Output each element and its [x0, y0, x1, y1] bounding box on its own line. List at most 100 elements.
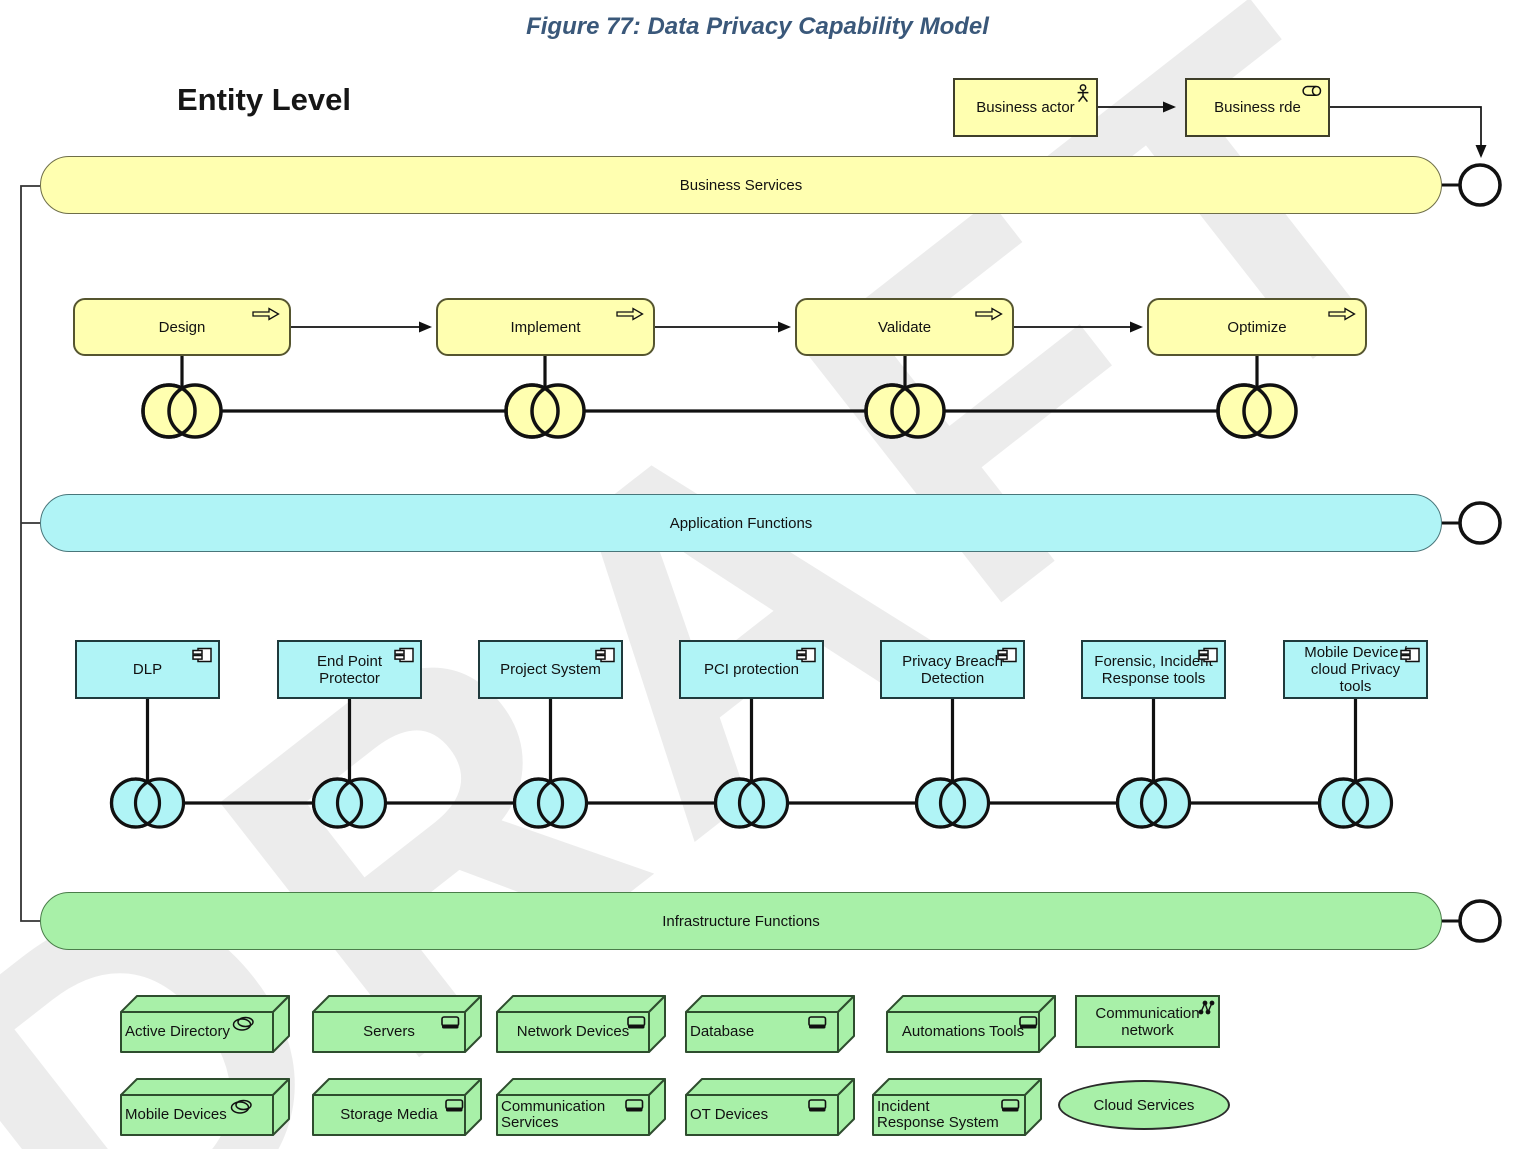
design-collaboration-symbol: [141, 383, 223, 439]
device-icon: [808, 1016, 827, 1029]
node-3d-shape: [496, 1078, 666, 1136]
role-icon: [1302, 85, 1322, 97]
component-end-point-protector: End Point Protector: [277, 640, 422, 699]
component-project-system-label: Project System: [500, 661, 601, 678]
component-project-system: Project System: [478, 640, 623, 699]
node-3d-shape: [312, 1078, 482, 1136]
node-database: Database: [685, 995, 855, 1053]
component-dlp-label: DLP: [132, 661, 163, 678]
endpoint-collaboration-symbol: [311, 777, 388, 829]
node-storage-media: Storage Media: [312, 1078, 482, 1136]
process-validate: Validate: [795, 298, 1014, 356]
mobile-device-collaboration-symbol: [1317, 777, 1394, 829]
infrastructure-functions-bar: Infrastructure Functions: [40, 892, 1442, 950]
node-3d-shape: [886, 995, 1056, 1053]
privacy-breach-collaboration-symbol: [914, 777, 991, 829]
node-active-directory: Active Directory: [120, 995, 290, 1053]
node-servers-label: Servers: [363, 1023, 415, 1040]
role-to-interface-arrow: [1330, 106, 1487, 158]
implement-collaboration-symbol: [504, 383, 586, 439]
node-cloud-services-label: Cloud Services: [1093, 1096, 1195, 1114]
node-cloud-services: Cloud Services: [1058, 1080, 1230, 1130]
process-optimize: Optimize: [1147, 298, 1367, 356]
interface-stubs: [1442, 183, 1461, 923]
process-collaboration-stems: [180, 356, 1259, 388]
device-icon: [625, 1099, 644, 1112]
project-system-collaboration-symbol: [512, 777, 589, 829]
business-role-box: Business rde: [1185, 78, 1330, 137]
business-services-label: Business Services: [679, 176, 803, 194]
component-icon: [1400, 647, 1420, 663]
node-3d-shape: [120, 995, 290, 1053]
process-optimize-label: Optimize: [1227, 318, 1287, 336]
device-icon: [445, 1099, 464, 1112]
component-pci-protection: PCI protection: [679, 640, 824, 699]
pci-collaboration-symbol: [713, 777, 790, 829]
node-network-devices: Network Devices: [496, 995, 666, 1053]
node-automations-tools: Automations Tools: [886, 995, 1056, 1053]
dlp-collaboration-symbol: [109, 777, 186, 829]
node-communication-services-label: Communication Services: [501, 1098, 606, 1131]
process-arrow-icon: [975, 307, 1003, 321]
device-icon: [627, 1016, 646, 1029]
business-services-interface-circle: [1458, 163, 1502, 207]
component-dlp: DLP: [75, 640, 220, 699]
process-arrow-icon: [616, 307, 644, 321]
business-actor-box: Business actor: [953, 78, 1098, 137]
component-forensic-incident-response: Forensic, Incident Response tools: [1081, 640, 1226, 699]
application-functions-interface-circle: [1458, 501, 1502, 545]
component-forensic-incident-response-label: Forensic, Incident Response tools: [1094, 652, 1213, 687]
process-implement: Implement: [436, 298, 655, 356]
component-end-point-protector-label: End Point Protector: [316, 652, 383, 687]
node-incident-response-system-label: Incident Response System: [877, 1098, 999, 1131]
process-design: Design: [73, 298, 291, 356]
forensic-collaboration-symbol: [1115, 777, 1192, 829]
component-mobile-device-cloud-privacy: Mobile Device / cloud Privacy tools: [1283, 640, 1428, 699]
infrastructure-functions-label: Infrastructure Functions: [662, 912, 820, 930]
business-actor-label: Business actor: [976, 99, 1075, 116]
figure-title: Figure 77: Data Privacy Capability Model: [526, 13, 989, 40]
component-pci-protection-label: PCI protection: [703, 661, 800, 678]
component-icon: [1198, 647, 1218, 663]
component-collaboration-stems: [145, 699, 1358, 782]
business-role-label: Business rde: [1214, 99, 1301, 116]
node-communication-network: Communication network: [1075, 995, 1220, 1048]
node-servers: Servers: [312, 995, 482, 1053]
device-icon: [441, 1016, 460, 1029]
business-services-bar: Business Services: [40, 156, 1442, 214]
node-ot-devices: OT Devices: [685, 1078, 855, 1136]
node-3d-shape: [312, 995, 482, 1053]
process-design-label: Design: [158, 318, 206, 336]
process-arrow-icon: [252, 307, 280, 321]
node-3d-shape: [496, 995, 666, 1053]
process-validate-label: Validate: [877, 318, 932, 336]
system-software-icon: [230, 1099, 252, 1114]
node-incident-response-system: Incident Response System: [872, 1078, 1042, 1136]
node-communication-services: Communication Services: [496, 1078, 666, 1136]
node-automations-tools-label: Automations Tools: [901, 1023, 1025, 1040]
device-icon: [808, 1099, 827, 1112]
layer-bracket-connector: [20, 185, 40, 922]
node-active-directory-label: Active Directory: [125, 1023, 231, 1040]
component-mobile-device-cloud-privacy-label: Mobile Device / cloud Privacy tools: [1304, 644, 1407, 695]
node-network-devices-label: Network Devices: [516, 1023, 630, 1040]
node-mobile-devices-label: Mobile Devices: [125, 1106, 227, 1123]
component-privacy-breach-detection-label: Privacy Breach Detection: [902, 652, 1003, 687]
entity-level-heading: Entity Level: [177, 82, 351, 117]
device-icon: [1001, 1099, 1020, 1112]
component-icon: [796, 647, 816, 663]
actor-icon: [1077, 84, 1089, 103]
optimize-collaboration-symbol: [1216, 383, 1298, 439]
system-software-icon: [232, 1016, 254, 1031]
process-arrow-icon: [1328, 307, 1356, 321]
component-icon: [595, 647, 615, 663]
node-mobile-devices: Mobile Devices: [120, 1078, 290, 1136]
node-3d-shape: [685, 995, 855, 1053]
component-icon: [997, 647, 1017, 663]
application-functions-bar: Application Functions: [40, 494, 1442, 552]
node-database-label: Database: [690, 1023, 755, 1040]
process-implement-label: Implement: [510, 318, 581, 336]
node-3d-shape: [872, 1078, 1042, 1136]
device-icon: [1019, 1016, 1038, 1029]
